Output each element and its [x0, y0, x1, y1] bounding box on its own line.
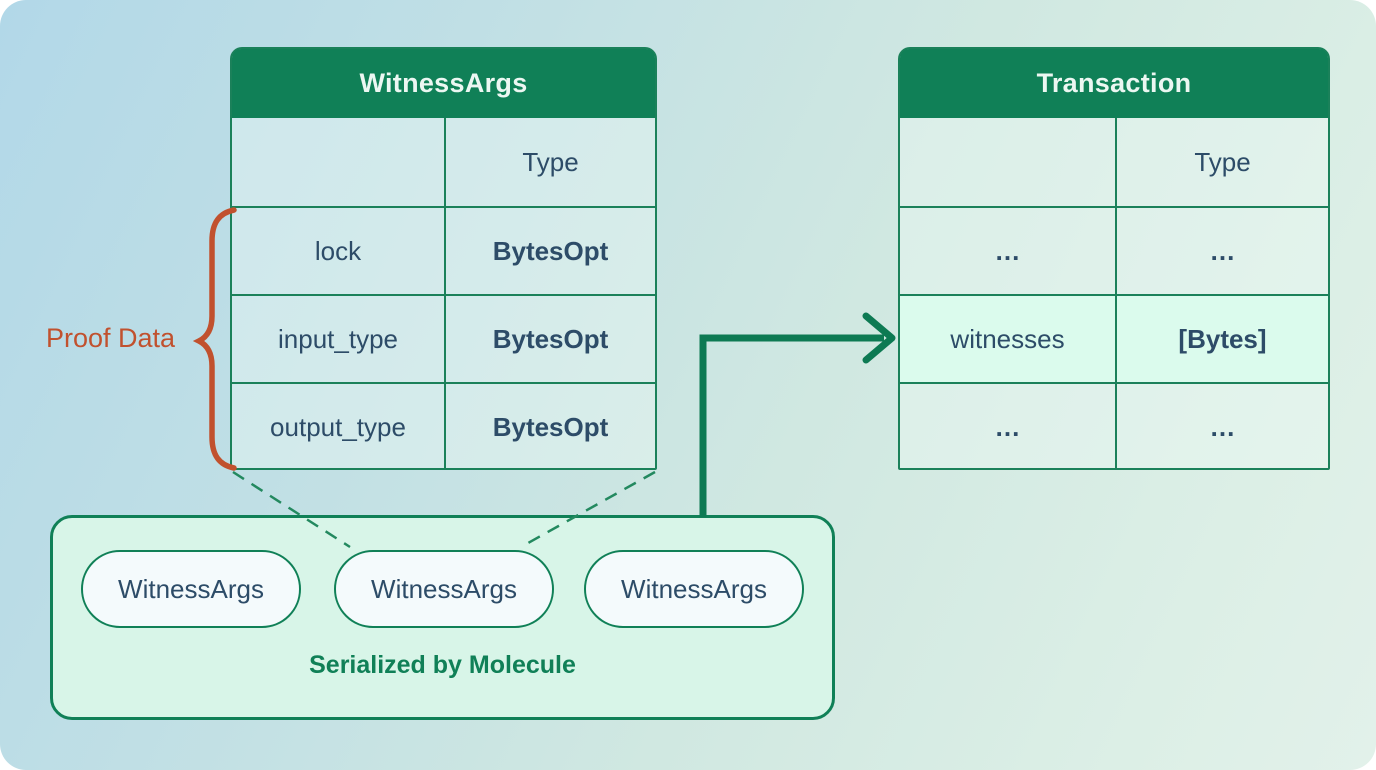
table-cell-empty: [232, 118, 444, 206]
table-cell-field: witnesses: [900, 296, 1115, 382]
table-cell-type-header: Type: [444, 118, 655, 206]
table-cell-empty: [900, 118, 1115, 206]
table-row: Type: [900, 118, 1328, 206]
table-cell-type: …: [1115, 208, 1328, 294]
table-row: Type: [232, 118, 655, 206]
witnesses-arrowhead: [862, 312, 896, 364]
transaction-table-title: Transaction: [900, 49, 1328, 118]
witnessargs-pill: WitnessArgs: [81, 550, 301, 628]
table-row: lock BytesOpt: [232, 206, 655, 294]
table-cell-type-header: Type: [1115, 118, 1328, 206]
table-row: input_type BytesOpt: [232, 294, 655, 382]
table-cell-type: BytesOpt: [444, 296, 655, 382]
witnessargs-pill: WitnessArgs: [334, 550, 554, 628]
table-cell-field: output_type: [270, 411, 406, 442]
table-row: output_type BytesOpt: [232, 382, 655, 470]
table-cell-type: [Bytes]: [1115, 296, 1328, 382]
witnessargs-table-title: WitnessArgs: [232, 49, 655, 118]
table-cell-field: input_type: [278, 323, 398, 354]
witnesses-arrow-line: [699, 334, 884, 517]
proof-data-brace: [192, 207, 237, 471]
table-cell-field: …: [994, 235, 1021, 266]
table-cell-type: BytesOpt: [444, 208, 655, 294]
proof-data-label: Proof Data: [46, 323, 176, 353]
serialized-box: WitnessArgs WitnessArgs WitnessArgs Seri…: [50, 515, 835, 720]
table-cell-type: BytesOpt: [444, 384, 655, 470]
table-row: … …: [900, 206, 1328, 294]
witnessargs-pill: WitnessArgs: [584, 550, 804, 628]
table-row: … …: [900, 382, 1328, 470]
table-row-witnesses: witnesses [Bytes]: [900, 294, 1328, 382]
table-cell-field: …: [994, 411, 1021, 442]
table-cell-field: lock: [314, 235, 362, 266]
witnessargs-table: WitnessArgs Type lock BytesOpt input_typ…: [230, 47, 657, 470]
table-cell-type: …: [1115, 384, 1328, 470]
transaction-table: Transaction Type … … witnesses [Bytes] ……: [898, 47, 1330, 470]
serialized-caption: Serialized by Molecule: [309, 651, 576, 679]
